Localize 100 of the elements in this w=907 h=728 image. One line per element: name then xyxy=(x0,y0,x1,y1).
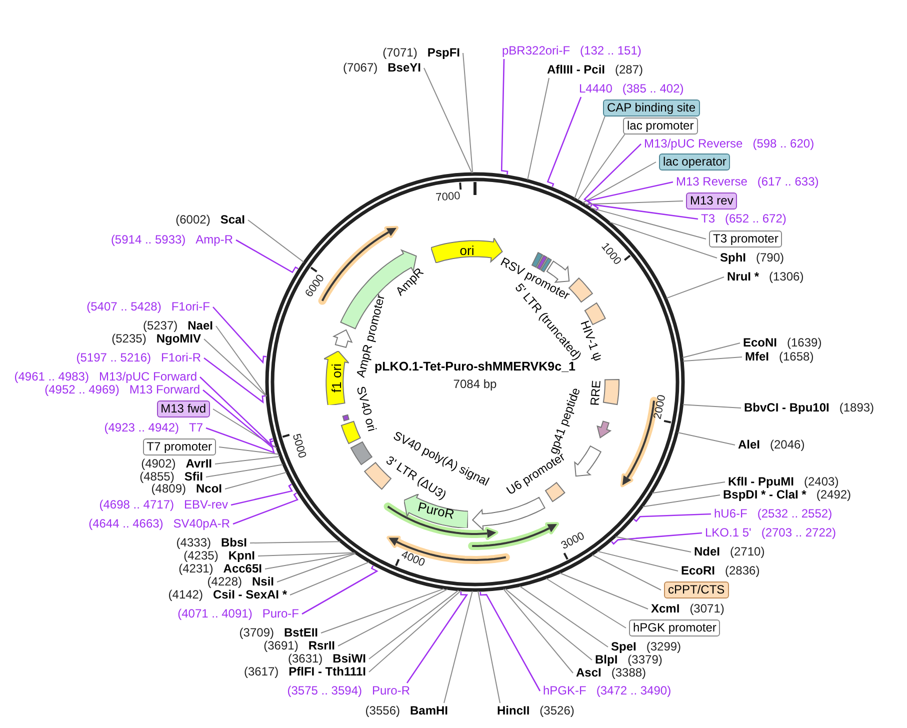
leader-line xyxy=(592,554,662,590)
tick-label: 7000 xyxy=(435,190,461,204)
enzyme-name: KflI - PpuMI xyxy=(728,474,794,490)
leader-line xyxy=(290,562,370,596)
leader-line xyxy=(480,592,541,692)
primer-name: EBV-rev xyxy=(184,498,228,512)
primer-range: (5197 .. 5216) xyxy=(76,350,151,366)
enzyme-name: AflIII - PciI xyxy=(547,62,606,78)
leader-line xyxy=(677,432,736,446)
enzyme-name: RsrII xyxy=(308,638,335,654)
primer-range: (4071 .. 4091) xyxy=(178,606,252,622)
leader-line xyxy=(609,222,718,258)
feature-tag: CAP binding site xyxy=(603,100,700,116)
primer-range: (385 .. 402) xyxy=(622,82,684,96)
leader-line xyxy=(583,144,642,206)
tick-label: 4000 xyxy=(400,548,427,569)
leader-line xyxy=(258,552,355,556)
leader-line xyxy=(682,342,740,358)
leader-line xyxy=(478,590,500,704)
enzyme-name: MfeI xyxy=(745,350,769,364)
primer-range: (4923 .. 4942) xyxy=(104,420,179,436)
primer-range: (4698 .. 4717) xyxy=(99,498,174,512)
primer-range: (3472 .. 3490) xyxy=(596,684,672,698)
enzyme-name: AleI xyxy=(738,438,760,452)
primer-name: M13 Forward xyxy=(129,382,200,398)
cut-position: (4333) xyxy=(176,536,211,550)
cut-position: (7067) xyxy=(342,60,378,76)
leader-line xyxy=(597,550,678,572)
feature-label: f1 ori xyxy=(330,363,344,392)
feature-arrow xyxy=(324,350,350,406)
leader-line xyxy=(634,513,712,522)
leader-line xyxy=(574,116,606,199)
feature-label: PuroR xyxy=(416,500,456,522)
primer-range: (617 .. 633) xyxy=(757,174,819,190)
cut-position: (2492) xyxy=(816,488,852,502)
enzyme-name: NruI * xyxy=(727,270,760,284)
primer-name: M13/pUC Forward xyxy=(98,370,197,384)
cut-position: (3631) xyxy=(288,652,323,666)
tick-label: 3000 xyxy=(559,530,586,552)
cut-position: (7071) xyxy=(382,46,418,60)
feature-label: RRE xyxy=(588,380,604,406)
leader-line xyxy=(577,134,626,200)
enzyme-name: BbvCI - Bpu10I xyxy=(744,400,830,416)
leader-line xyxy=(584,200,684,205)
cut-position: (3526) xyxy=(540,704,574,718)
leader-line xyxy=(546,578,626,628)
leader-line xyxy=(206,464,284,478)
enzyme-name: BsiWI xyxy=(332,652,366,666)
primer-name: LKO.1 5' xyxy=(705,526,752,540)
enzyme-name: ScaI xyxy=(220,212,245,228)
leader-line xyxy=(204,338,267,397)
enzyme-name: NdeI xyxy=(694,544,720,560)
enzyme-name: BamHI xyxy=(410,704,448,718)
primer-name: SV40pA-R xyxy=(173,516,230,532)
cut-position: (1639) xyxy=(787,336,822,350)
primer-name: F1ori-R xyxy=(160,350,201,366)
leader-line xyxy=(230,484,294,506)
enzyme-name: BspDI * - ClaI * xyxy=(723,488,806,502)
enzyme-name: SpeI xyxy=(611,640,636,654)
leader-line xyxy=(200,376,273,446)
leader-line xyxy=(652,482,726,494)
leader-line xyxy=(248,220,304,263)
primer-range: (2532 .. 2552) xyxy=(757,506,832,522)
leader-line xyxy=(276,553,356,582)
primer-name: M13/pUC Reverse xyxy=(644,136,743,152)
leader-line xyxy=(218,446,280,455)
cut-position: (3617) xyxy=(244,664,279,680)
leader-line xyxy=(202,390,274,450)
cut-position: (4142) xyxy=(168,588,203,602)
primer-range: (3575 .. 3594) xyxy=(287,684,362,698)
leader-line xyxy=(582,162,656,204)
cut-position: (2836) xyxy=(725,564,760,578)
cut-position: (3379) xyxy=(628,652,662,668)
cut-position: (5235) xyxy=(112,332,146,346)
enzyme-name: CsiI - SexAI * xyxy=(212,588,287,602)
leader-line xyxy=(204,357,266,404)
leader-line xyxy=(682,404,742,408)
cut-position: (4231) xyxy=(178,562,214,576)
leader-line xyxy=(206,427,276,454)
leader-line xyxy=(682,356,742,362)
leader-line xyxy=(559,572,648,610)
cut-position: (3709) xyxy=(239,626,274,640)
feature-label: gp41 peptide xyxy=(547,386,583,456)
primer-range: (5914 .. 5933) xyxy=(110,232,186,248)
cut-position: (4809) xyxy=(151,482,186,496)
cut-position: (4902) xyxy=(141,456,176,472)
cut-position: (3071) xyxy=(690,602,724,616)
feature-tag: hPGK promoter xyxy=(629,620,720,636)
leader-line xyxy=(368,590,459,660)
cut-position: (287) xyxy=(615,62,644,78)
leader-line xyxy=(424,68,472,174)
cut-position: (2046) xyxy=(770,438,805,452)
cut-position: (2710) xyxy=(730,544,765,560)
primer-name: Amp-R xyxy=(196,232,233,248)
enzyme-name: Acc65I xyxy=(223,562,262,576)
tick-label: 5000 xyxy=(290,432,308,460)
leader-line xyxy=(462,52,474,174)
primer-range: (132 .. 151) xyxy=(580,44,642,58)
primer-name: hU6-F xyxy=(714,506,748,522)
leader-line xyxy=(368,590,462,672)
